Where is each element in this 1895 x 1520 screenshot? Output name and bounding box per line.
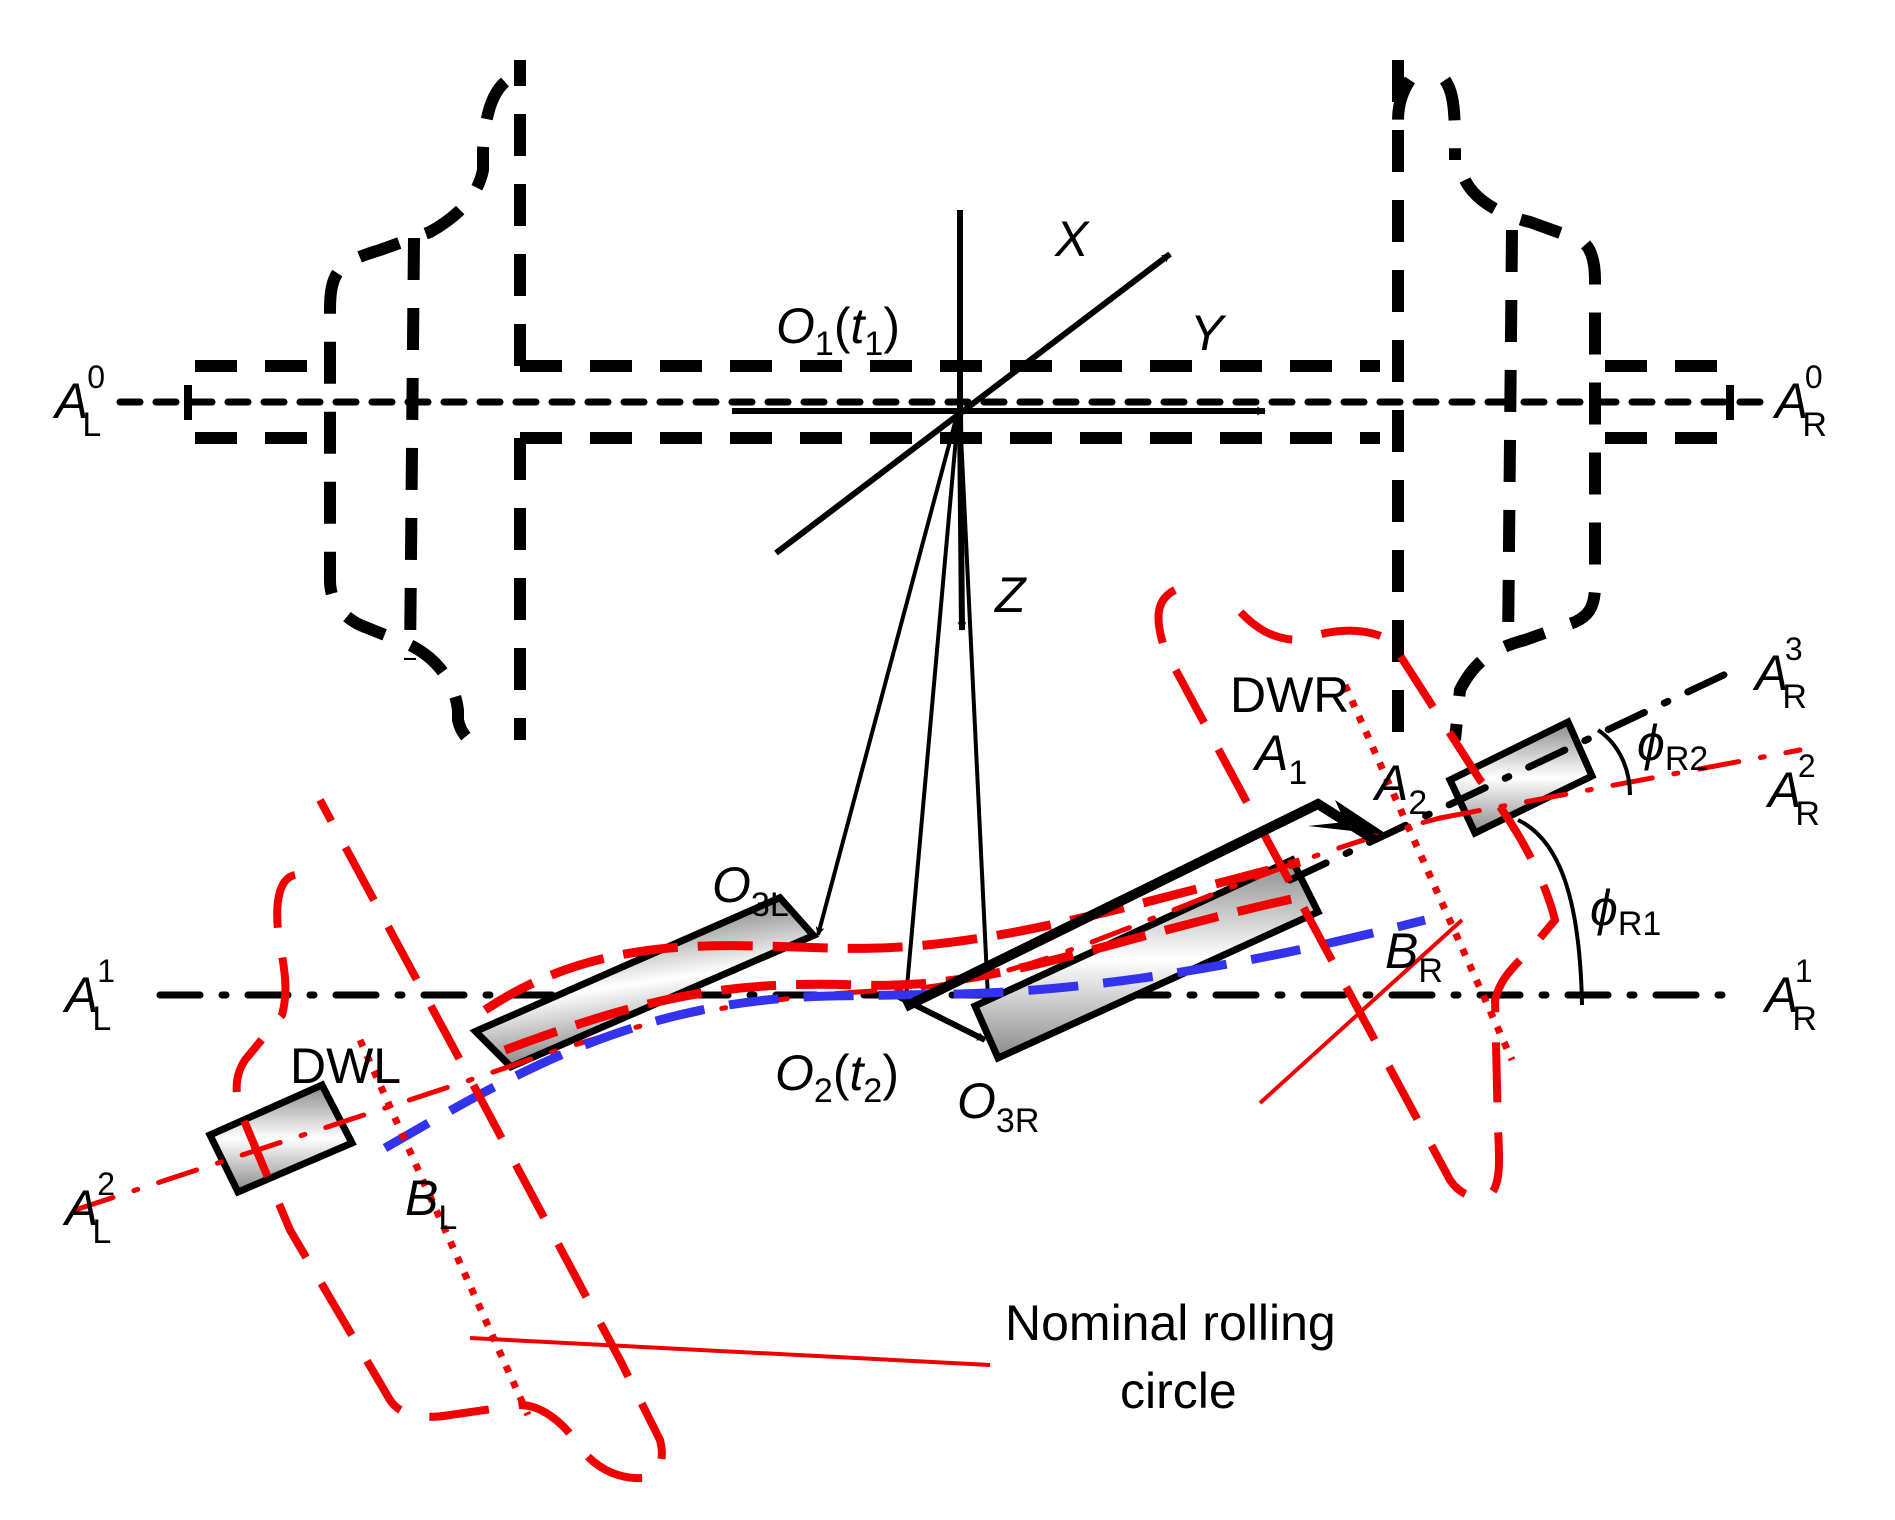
label-ar2: AR2 bbox=[1765, 748, 1820, 833]
contact-trajectory bbox=[382, 915, 1427, 1152]
axis-line-a3 bbox=[1286, 668, 1734, 884]
left-wheel-flange-line bbox=[404, 237, 420, 661]
label-dwl: DWL bbox=[290, 1038, 401, 1094]
label-ar1: AR1 bbox=[1762, 953, 1817, 1038]
label-x-axis: X bbox=[1054, 211, 1090, 267]
angle-arc-phi-r1 bbox=[1517, 818, 1584, 1006]
label-phi-r2: ϕR2 bbox=[1637, 715, 1708, 778]
label-bl: BL bbox=[405, 1170, 457, 1237]
annotation-line1: Nominal rolling bbox=[1005, 1295, 1336, 1351]
angle-arc-phi-r2 bbox=[1596, 728, 1632, 796]
label-phi-r1: ϕR1 bbox=[1590, 880, 1661, 943]
right-rolling-circle bbox=[1341, 683, 1516, 1062]
leader-line-right bbox=[1258, 918, 1464, 1105]
leader-line-left bbox=[469, 1336, 991, 1367]
right-wheel-flange-line bbox=[1502, 229, 1518, 651]
label-al0: AL0 bbox=[52, 359, 105, 444]
label-o3r: O3R bbox=[957, 1073, 1039, 1140]
label-a2: A2 bbox=[1372, 755, 1427, 822]
label-ar0: AR0 bbox=[1772, 359, 1827, 444]
vector-o1-o2 bbox=[902, 414, 960, 999]
label-al1: AL1 bbox=[62, 953, 115, 1038]
displaced-axle-lower bbox=[503, 890, 1311, 1055]
label-dwr: DWR bbox=[1230, 667, 1349, 723]
label-z-axis: Z bbox=[994, 567, 1027, 623]
label-br: BR bbox=[1385, 923, 1443, 990]
displaced-axle-upper bbox=[482, 857, 1302, 1014]
left-wheel-profile bbox=[324, 60, 526, 755]
position-vectors bbox=[815, 414, 995, 1043]
right-journal-cylinder bbox=[1445, 717, 1597, 838]
label-al2: AL2 bbox=[62, 1166, 115, 1251]
displaced-wheelset bbox=[72, 586, 1803, 1483]
nominal-wheelset bbox=[116, 60, 1764, 755]
label-o2: O2(t2) bbox=[775, 1045, 899, 1110]
left-rolling-circle bbox=[356, 1038, 532, 1417]
right-axle-cylinder bbox=[970, 855, 1323, 1063]
label-o1: O1(t1) bbox=[776, 298, 900, 363]
label-o3l: O3L bbox=[712, 857, 789, 924]
annotation-line2: circle bbox=[1120, 1363, 1237, 1419]
displacement-arrowhead bbox=[1308, 800, 1388, 835]
vector-o1-o3l bbox=[815, 414, 959, 936]
left-journal-cylinder bbox=[205, 1080, 357, 1197]
right-displaced-wheel bbox=[1154, 586, 1560, 1201]
left-axle-cylinder bbox=[469, 893, 820, 1071]
right-wheel-profile bbox=[1392, 60, 1601, 741]
x-axis bbox=[774, 251, 1172, 556]
label-y-axis: Y bbox=[1190, 305, 1227, 361]
label-ar3: AR3 bbox=[1752, 631, 1807, 716]
coordinate-frame-o1 bbox=[732, 210, 1266, 631]
vector-o1-o3r bbox=[958, 414, 995, 1041]
label-a1: A1 bbox=[1252, 725, 1307, 792]
